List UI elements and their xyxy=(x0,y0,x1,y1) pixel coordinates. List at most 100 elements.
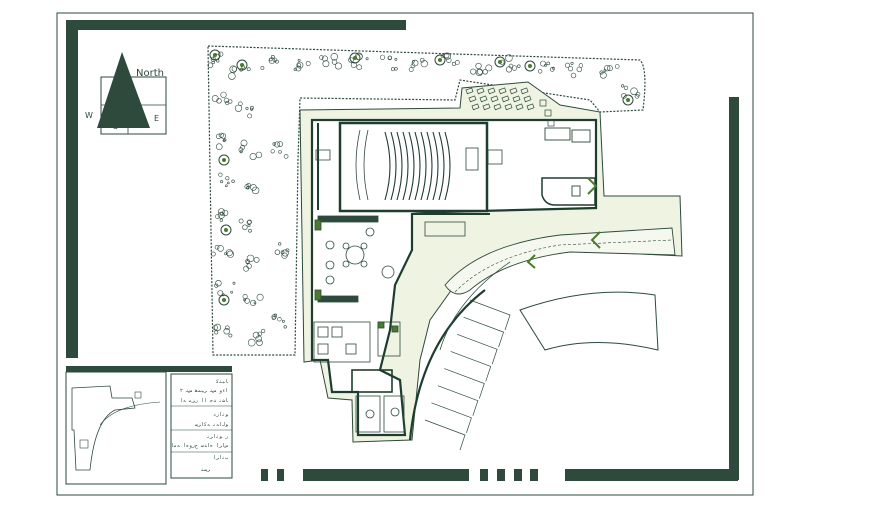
shrub-icon xyxy=(482,69,488,75)
shrub-icon xyxy=(223,97,229,103)
shrub-icon xyxy=(225,184,228,188)
terrace-step xyxy=(444,368,485,399)
shrub-icon xyxy=(293,67,297,71)
title-line-6: ﺭ ﻮﺗﺍﺮﻧ xyxy=(206,434,228,440)
seat-row xyxy=(414,131,421,201)
shrub-icon xyxy=(232,281,236,285)
title-line-8: ﺐﻧﺍﺮﺍ xyxy=(213,455,229,461)
seat-row xyxy=(438,131,445,201)
seat-row xyxy=(426,131,433,201)
shrub-icon xyxy=(505,54,513,62)
shrub-icon xyxy=(634,94,640,99)
shrub-icon xyxy=(277,141,284,147)
shrub-icon xyxy=(225,176,230,181)
tree-icon xyxy=(434,54,446,66)
shrub-icon xyxy=(256,293,264,301)
shrub-icon xyxy=(270,149,275,154)
shrub-icon xyxy=(217,245,224,252)
shrub-icon xyxy=(238,218,244,224)
north-arrow: North W S E xyxy=(85,52,167,135)
shrub-icon xyxy=(379,54,386,60)
terrace-step xyxy=(463,316,505,348)
shrub-icon xyxy=(223,138,227,142)
cafe-table xyxy=(547,119,555,127)
tree-icon xyxy=(209,49,221,61)
shrub-icon xyxy=(245,106,249,110)
shrub-icon xyxy=(224,252,228,256)
shrub-icon xyxy=(285,248,290,253)
shrub-icon xyxy=(273,313,278,317)
seat-row xyxy=(396,131,403,201)
shrub-icon xyxy=(228,333,233,338)
tree-icon xyxy=(494,56,506,68)
tree-icon xyxy=(218,154,230,166)
shrub-icon xyxy=(443,52,450,59)
shrub-icon xyxy=(475,69,483,77)
tree-icon xyxy=(236,59,248,71)
shrub-icon xyxy=(330,52,338,61)
cafe-table xyxy=(512,95,521,103)
shrub-icon xyxy=(623,85,629,90)
shrub-icon xyxy=(243,265,249,272)
shrub-icon xyxy=(247,224,251,227)
tree-center-icon xyxy=(528,64,532,68)
shrub-icon xyxy=(217,290,224,296)
shrub-icon xyxy=(227,181,230,185)
shrub-icon xyxy=(505,66,513,73)
shrub-icon xyxy=(365,57,369,61)
tree-center-icon xyxy=(222,158,226,162)
shrub-icon xyxy=(564,62,570,68)
shrub-icon xyxy=(242,224,248,230)
shrub-icon xyxy=(607,65,613,72)
tree-center-icon xyxy=(213,53,217,57)
shrub-icon xyxy=(271,314,277,320)
shrub-icon xyxy=(630,87,638,95)
shrub-icon xyxy=(599,70,604,75)
cafe-table xyxy=(501,95,510,103)
title-line-5: ﻮﻟﺍﻪﻧ ﻪﮐﺍﺰﺿ xyxy=(194,422,229,428)
shrub-icon xyxy=(238,101,243,106)
garden-boundary xyxy=(207,45,646,356)
shrub-icon xyxy=(228,72,236,80)
seat-row xyxy=(420,131,427,201)
shrub-icon xyxy=(420,60,428,68)
shrub-icon xyxy=(217,211,225,219)
shrub-icon xyxy=(394,58,398,61)
title-block: ﺎﯿﺘﮐ ﻿﻿ﺍﺀﻭ ﺲﺘ ﺮﯿﻤﻫ ﺲﺘ ٢ ﺎﺸﻧ ﺪﺟ ﺍﺍ ﺭﺰﻣ ﻪﺍ… xyxy=(170,373,233,479)
shrub-icon xyxy=(454,60,460,65)
shrub-icon xyxy=(549,67,555,72)
shrub-icon xyxy=(297,58,301,62)
terrace-step xyxy=(437,385,479,416)
shrub-icon xyxy=(213,323,222,332)
tree-icon xyxy=(220,224,232,236)
shrub-icon xyxy=(231,179,235,184)
shrub-icon xyxy=(621,93,627,99)
tree-center-icon xyxy=(498,60,502,64)
compass-box xyxy=(100,76,167,135)
compass-north-label: North xyxy=(136,68,164,79)
shrub-icon xyxy=(620,84,625,88)
terrace-step xyxy=(424,419,466,451)
shrub-icon xyxy=(281,249,289,257)
cafe-table xyxy=(487,87,496,95)
shrub-icon xyxy=(283,325,287,329)
shrub-icon xyxy=(446,57,452,63)
seat-row xyxy=(390,131,397,201)
shrub-icon xyxy=(216,98,222,104)
shrub-icon xyxy=(243,298,247,302)
shrub-icon xyxy=(250,105,254,110)
shrub-icon xyxy=(394,67,398,71)
terrace-step xyxy=(457,333,498,365)
shrub-icon xyxy=(321,55,328,62)
shrub-icon xyxy=(207,62,214,69)
shrub-icon xyxy=(274,249,281,255)
shrub-icon xyxy=(214,244,220,250)
cafe-table xyxy=(504,103,513,111)
shrub-icon xyxy=(234,104,243,112)
shrub-icon xyxy=(256,339,263,346)
tree-icon xyxy=(524,60,536,72)
shrub-icon xyxy=(225,325,230,331)
shrub-icon xyxy=(219,218,223,222)
shrub-icon xyxy=(214,283,219,288)
shrub-icon xyxy=(387,55,392,61)
